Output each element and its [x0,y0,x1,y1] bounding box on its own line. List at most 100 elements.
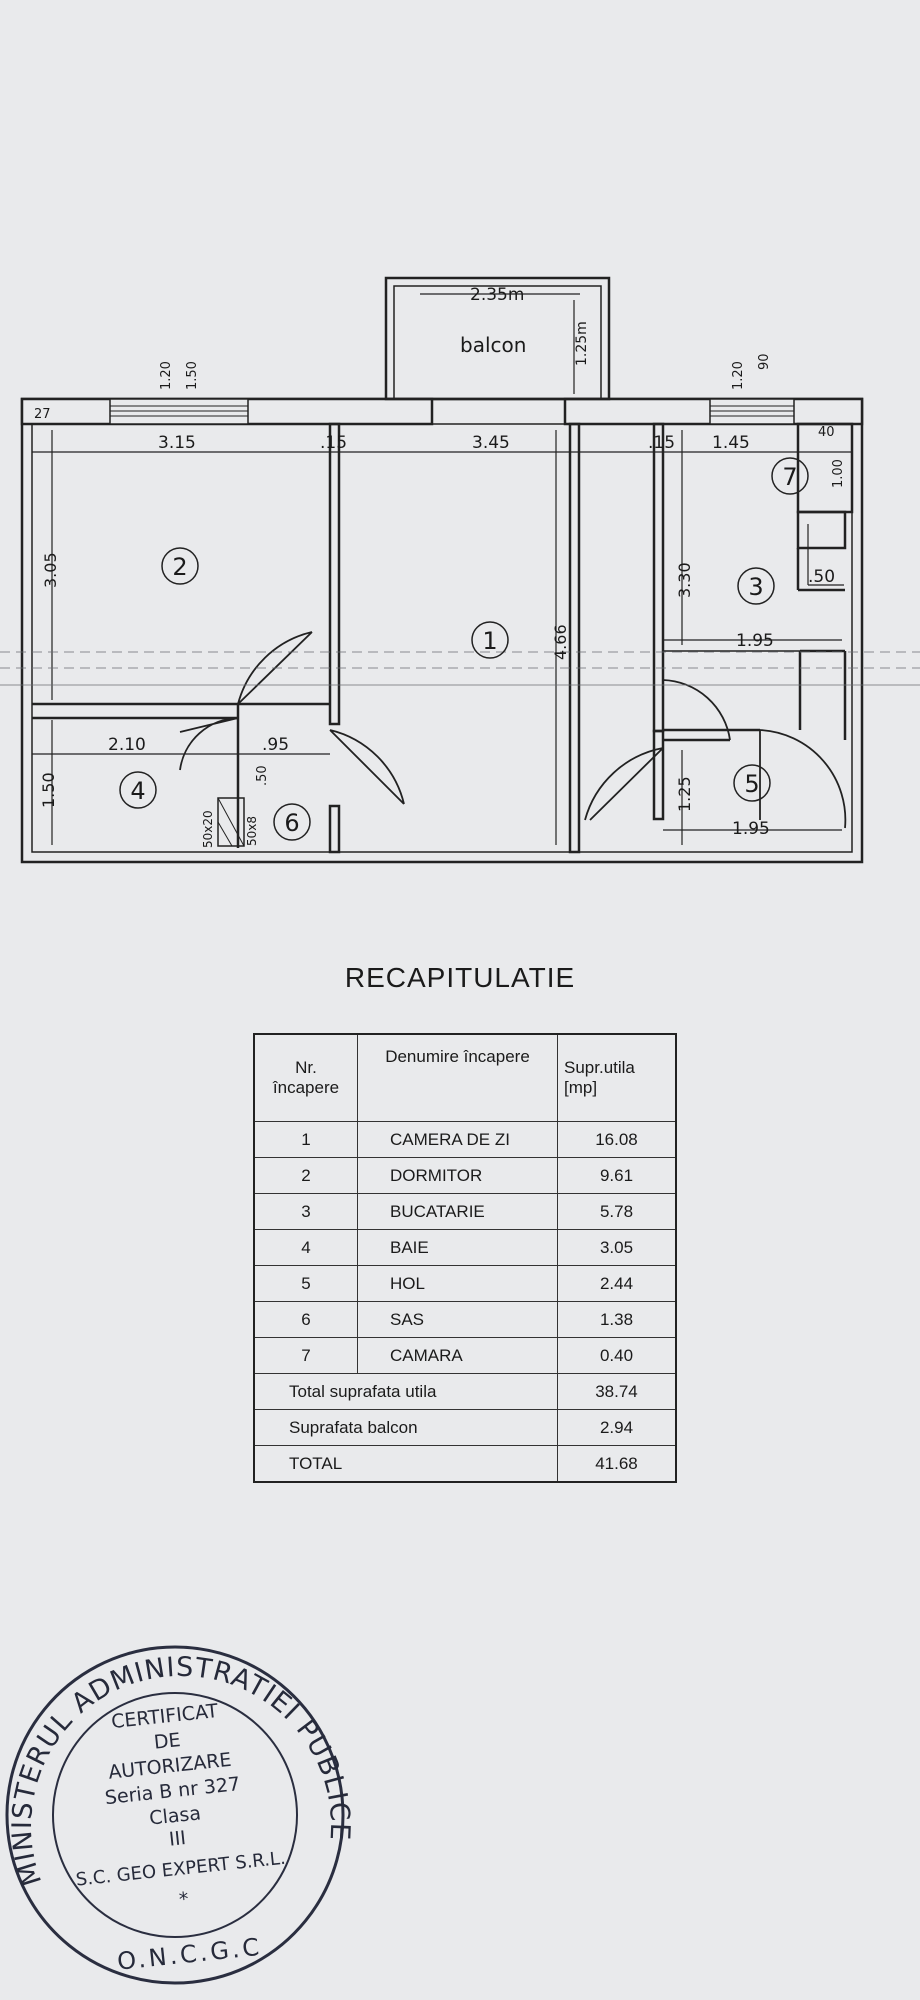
dim-100: 1.00 [831,459,846,488]
room-nr: 6 [253,1301,358,1338]
table-row: 4 BAIE 3.05 [253,1229,677,1266]
recap-title: RECAPITULATIE [344,962,576,993]
dim-466: 4.66 [551,624,570,660]
room-name: BUCATARIE [357,1193,558,1230]
dim-40: 40 [818,425,835,440]
window-right-a: 1.20 [731,361,746,390]
wall-sas-living [328,804,341,854]
room-7-circle [771,457,809,495]
stamp-line7: S.C. GEO EXPERT S.R.L. [75,1848,287,1891]
dim-50x8: 50x8 [245,816,259,846]
stamp-line1: CERTIFICAT [110,1700,219,1733]
total-row: TOTAL 41.68 [253,1445,677,1483]
room-name: DORMITOR [357,1157,558,1194]
header-nr-text: Nr. încapere [272,1058,340,1097]
table-row: 7 CAMARA 0.40 [253,1337,677,1374]
room-area: 1.38 [557,1301,677,1338]
room-area: 9.61 [557,1157,677,1194]
header-name: Denumire încapere [357,1033,558,1122]
floor-plan: 1 2 3 4 5 6 7 balcon 2.35m 3.15 .15 3.45… [0,276,920,864]
inner-wall-line [31,423,853,853]
stamp-line2: DE [153,1729,182,1754]
door-sas [329,729,405,805]
dim-095: .95 [262,735,289,755]
header-area-text: Supr.utila [mp] [564,1058,635,1097]
header-area: Supr.utila [mp] [557,1033,677,1122]
room-4-circle [119,771,157,809]
room-area: 2.44 [557,1265,677,1302]
room-3-circle [737,567,775,605]
dim-050: .50 [808,567,835,587]
room-nr: 5 [253,1265,358,1302]
room-nr: 4 [253,1229,358,1266]
header-name-text: Denumire încapere [385,1047,530,1066]
room-name: SAS [357,1301,558,1338]
window-right-b: 90 [757,353,772,370]
dim-top-4: .15 [648,433,675,453]
total-label: TOTAL [253,1445,558,1483]
dim-top-5: 1.45 [712,433,750,453]
stamp-inner-ring [52,1692,298,1938]
dim-195b: 1.95 [732,819,770,839]
total-value: 2.94 [557,1409,677,1446]
table-row: 5 HOL 2.44 [253,1265,677,1302]
room-area: 3.05 [557,1229,677,1266]
door-kitchen [662,679,731,741]
window-left-a: 1.20 [159,361,174,390]
table-header-row: Nr. încapere Denumire încapere Supr.util… [253,1033,677,1122]
authorization-stamp: MINISTERUL ADMINISTRATIEI PUBLICE CERTIF… [0,1640,359,1985]
room-nr: 3 [253,1193,358,1230]
room-5-circle [733,764,771,802]
room-area: 0.40 [557,1337,677,1374]
room-2-circle [161,547,199,585]
room-1-circle [471,621,509,659]
room-7-number: 7 [782,463,797,491]
dim-top-1: 3.15 [158,433,196,453]
room-nr: 2 [253,1157,358,1194]
dim-150: 1.50 [39,772,58,808]
balcony-depth-label: 1.25m [574,321,590,366]
dim-330: 3.30 [675,562,694,598]
room-area: 5.78 [557,1193,677,1230]
total-row: Suprafata balcon 2.94 [253,1409,677,1446]
wall-hall-left [652,729,665,821]
door-bath [179,717,239,771]
room-2-number: 2 [172,553,187,581]
total-value: 38.74 [557,1373,677,1410]
wall-bedroom-living [328,422,341,726]
total-label: Total suprafata utila [253,1373,558,1410]
room-nr: 7 [253,1337,358,1374]
table-row: 1 CAMERA DE ZI 16.08 [253,1121,677,1158]
balcony-width-label: 2.35m [470,285,524,305]
room-3-number: 3 [748,573,763,601]
room-nr: 1 [253,1121,358,1158]
total-label: Suprafata balcon [253,1409,558,1446]
dim-50x20: 50x20 [201,810,215,848]
dim-050v: .50 [255,765,270,786]
dim-125: 1.25 [675,776,694,812]
room-name: CAMARA [357,1337,558,1374]
total-value: 41.68 [557,1445,677,1483]
balcony-inner [393,285,602,400]
stamp-outer-ring [5,1645,345,1985]
total-row: Total suprafata utila 38.74 [253,1373,677,1410]
table-row: 2 DORMITOR 9.61 [253,1157,677,1194]
room-name: HOL [357,1265,558,1302]
stamp-star: * [178,1888,190,1911]
table-row: 3 BUCATARIE 5.78 [253,1193,677,1230]
stamp-line6: III [168,1827,187,1851]
table-row: 6 SAS 1.38 [253,1301,677,1338]
stamp-line5: Clasa [148,1802,202,1829]
room-name: BAIE [357,1229,558,1266]
dim-305: 3.05 [41,552,60,588]
recap-table: Nr. încapere Denumire încapere Supr.util… [253,1033,677,1483]
dim-top-3: 3.45 [472,433,510,453]
balcony-label: balcon [460,333,526,357]
dim-195a: 1.95 [736,631,774,651]
room-1-number: 1 [482,627,497,655]
wall-living-kitchen [568,422,581,854]
dim-210: 2.10 [108,735,146,755]
room-name: CAMERA DE ZI [357,1121,558,1158]
room-area: 16.08 [557,1121,677,1158]
room-6-number: 6 [284,809,299,837]
